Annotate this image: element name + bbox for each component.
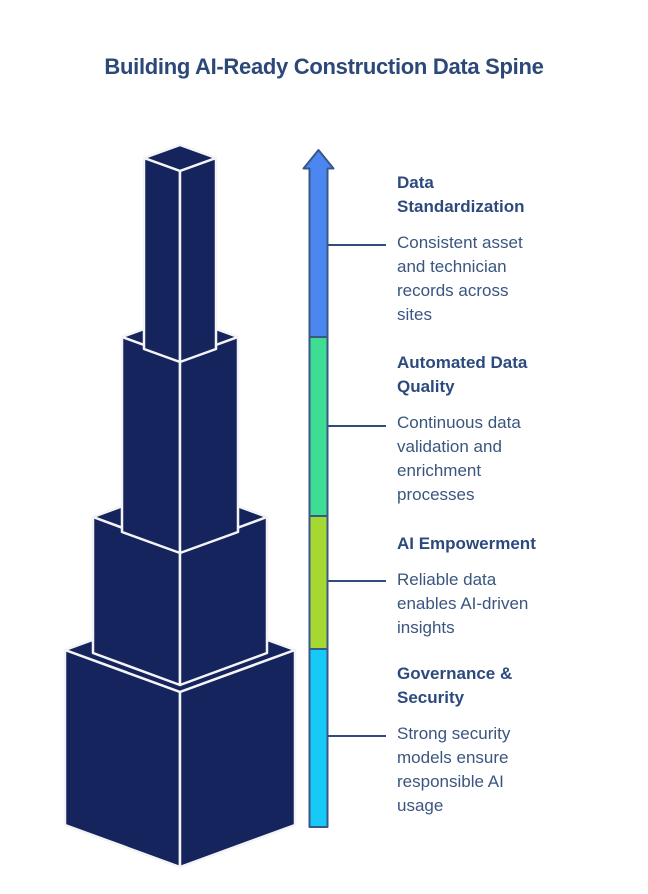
- section-title: Governance & Security: [397, 662, 597, 710]
- section-description-line: usage: [397, 796, 444, 815]
- progress-arrow-bar: [302, 149, 335, 828]
- section-title-line: Security: [397, 688, 465, 707]
- bar-segment-ai-empowerment: [308, 515, 329, 650]
- section-description: Consistent asset and technician records …: [397, 231, 597, 327]
- section-description-line: insights: [397, 618, 455, 637]
- bar-segment-governance-security: [308, 648, 329, 828]
- section-description: Reliable data enables AI-driven insights: [397, 568, 597, 640]
- section-description-line: models ensure: [397, 748, 509, 767]
- tower-block-3-right-face: [178, 335, 240, 555]
- connector-lines: [328, 244, 386, 737]
- section-description-line: sites: [397, 305, 432, 324]
- tower-block-4: [142, 143, 218, 364]
- section-description-line: Reliable data: [397, 570, 497, 589]
- tower-block-4-left-face: [142, 156, 182, 364]
- up-arrow-icon: [302, 149, 335, 338]
- section-title-line: Standardization: [397, 197, 525, 216]
- tower-block-1-right-face: [178, 648, 297, 869]
- section-description-line: Strong security: [397, 724, 511, 743]
- section-description-line: responsible AI: [397, 772, 504, 791]
- tower-block-3-left-face: [120, 335, 182, 555]
- section-data-standardization: Data Standardization Consistent asset an…: [397, 171, 597, 327]
- section-ai-empowerment: AI Empowerment Reliable data enables AI-…: [397, 532, 597, 640]
- section-title-line: Automated Data: [397, 353, 528, 372]
- section-title-line: Governance &: [397, 664, 513, 683]
- section-title-line: Quality: [397, 377, 455, 396]
- section-description-line: enrichment: [397, 461, 482, 480]
- section-description: Strong security models ensure responsibl…: [397, 722, 597, 818]
- section-title: AI Empowerment: [397, 532, 597, 556]
- section-description-line: Consistent asset: [397, 233, 523, 252]
- section-description-line: and technician: [397, 257, 507, 276]
- tower-block-4-right-face: [178, 156, 218, 364]
- section-title: Data Standardization: [397, 171, 597, 219]
- section-description-line: Continuous data: [397, 413, 521, 432]
- page-title: Building AI-Ready Construction Data Spin…: [104, 54, 544, 79]
- section-title-line: AI Empowerment: [397, 534, 536, 553]
- section-description-line: enables AI-driven: [397, 594, 529, 613]
- section-title-line: Data: [397, 173, 434, 192]
- section-automated-data-quality: Automated Data Quality Continuous data v…: [397, 351, 597, 507]
- section-description-line: processes: [397, 485, 475, 504]
- section-description-line: validation and: [397, 437, 502, 456]
- section-description-line: records across: [397, 281, 509, 300]
- bar-segment-automated-data-quality: [308, 336, 329, 517]
- section-governance-security: Governance & Security Strong security mo…: [397, 662, 597, 818]
- section-description: Continuous data validation and enrichmen…: [397, 411, 597, 507]
- section-title: Automated Data Quality: [397, 351, 597, 399]
